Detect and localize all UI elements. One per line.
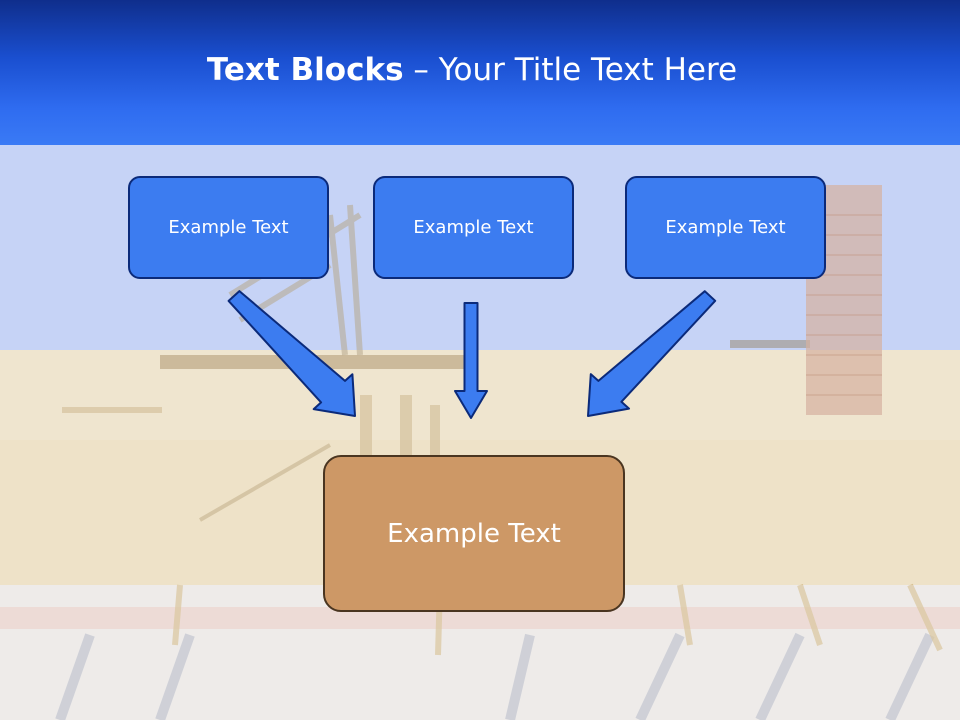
text-block-right-label: Example Text: [665, 217, 786, 238]
text-block-middle-label: Example Text: [413, 217, 534, 238]
text-block-middle[interactable]: Example Text: [373, 176, 574, 279]
text-block-right[interactable]: Example Text: [625, 176, 826, 279]
text-block-bottom-label: Example Text: [387, 518, 561, 549]
slide-title: Text Blocks – Your Title Text Here: [0, 52, 944, 88]
title-bar: [0, 0, 960, 145]
text-block-bottom[interactable]: Example Text: [323, 455, 625, 612]
title-rest: Your Title Text Here: [438, 52, 738, 88]
text-block-left[interactable]: Example Text: [128, 176, 329, 279]
title-bold: Text Blocks: [206, 52, 404, 88]
title-dash: –: [403, 52, 439, 88]
text-block-left-label: Example Text: [168, 217, 289, 238]
